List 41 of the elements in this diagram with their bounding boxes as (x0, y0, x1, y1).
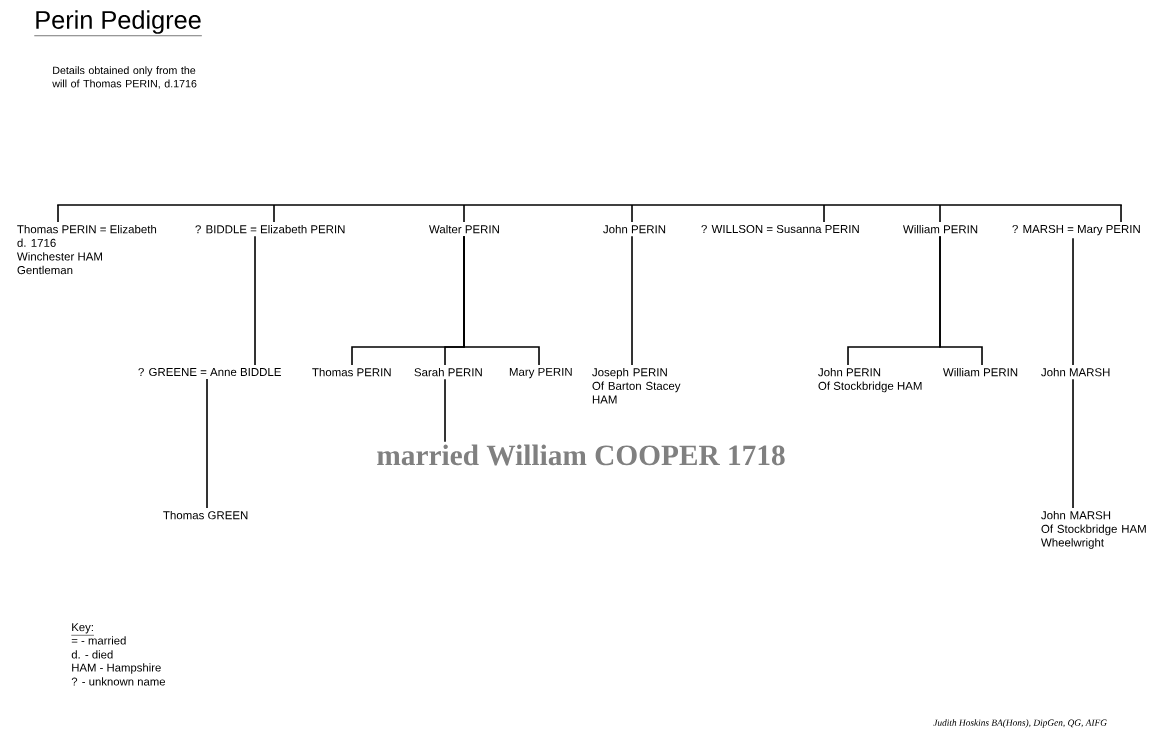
descent-line (1120, 204, 1122, 223)
descent-line (463, 235, 540, 366)
person-name: Thomas GREEN (163, 510, 248, 520)
person-name: ? BIDDLE = Elizabeth PERIN (195, 224, 345, 234)
person-name: ? WILLSON = Susanna PERIN (701, 224, 859, 234)
person-name: John PERIN (603, 224, 666, 234)
person-name: Walter PERIN (429, 224, 499, 234)
person-name: Thomas PERIN (312, 367, 391, 377)
person-name: Thomas PERIN = Elizabeth d. 1716 Winchester HAM Gentleman (17, 224, 157, 275)
descent-line (939, 235, 983, 366)
legend-heading: Key: (71, 623, 95, 636)
person-name: ? MARSH = Mary PERIN (1012, 224, 1140, 236)
descent-line (823, 204, 825, 223)
person-name: John MARSH Of Stockbridge HAM Wheelwright (1041, 510, 1146, 549)
descent-line (1072, 378, 1074, 509)
note: Details obtained only from the will of Thomas PERIN, d.1716 (52, 66, 197, 89)
person-name: Sarah PERIN (414, 367, 482, 377)
person-name: Joseph PERIN Of Barton Stacey HAM (592, 367, 681, 404)
descent-line (1072, 237, 1074, 366)
descent-line (463, 204, 465, 223)
title: Perin Pedigree (34, 10, 203, 36)
legend-entry: HAM - Hampshire (72, 663, 161, 674)
descent-line (57, 204, 59, 223)
descent-line (631, 204, 633, 223)
legend-entry: ? - unknown name (71, 677, 166, 686)
descent-line (444, 378, 446, 443)
descent-line (254, 235, 256, 366)
person-name: William PERIN (943, 367, 1018, 377)
descent-line (939, 204, 941, 223)
legend-entry: d. - died (71, 650, 113, 659)
person-name: John PERIN Of Stockbridge HAM (818, 367, 922, 393)
descent-line (273, 204, 275, 223)
person-name: ? GREENE = Anne BIDDLE (138, 367, 281, 377)
person-name: John MARSH (1041, 367, 1110, 377)
signature: Judith Hoskins BA(Hons), DipGen, QG, AIFG (933, 719, 1107, 728)
marriage-note: married William COOPER 1718 (377, 444, 785, 466)
descent-line (631, 235, 633, 366)
person-name: Mary PERIN (509, 367, 572, 379)
person-name: William PERIN (903, 224, 978, 234)
legend-entry: = - married (71, 636, 126, 645)
descent-line (206, 378, 208, 509)
